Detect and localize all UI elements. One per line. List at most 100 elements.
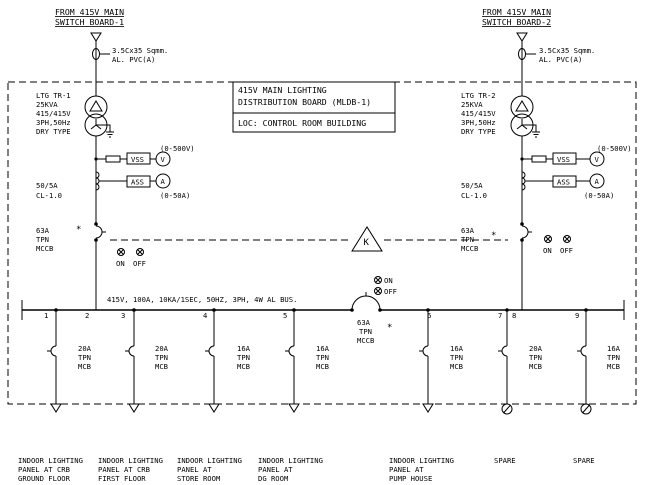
incomer-2-mccb-rating: 63A bbox=[461, 226, 475, 235]
bus-coupler: ON OFF 63A TPN MCCB * bbox=[350, 276, 397, 345]
incomer-2-ammeter-range: (0-50A) bbox=[584, 191, 614, 200]
feeder-4-poles: TPN bbox=[237, 353, 250, 362]
bus-coupler-on-label: ON bbox=[384, 276, 393, 285]
bus-coupler-on-lamp-icon bbox=[374, 276, 382, 284]
feeder-4-outgoing-arrow-icon bbox=[208, 403, 220, 413]
incomer-2-source-line-2: SWITCH BOARD-2 bbox=[482, 17, 551, 27]
incomer-1-transformer-line-3: 415/415V bbox=[36, 109, 71, 118]
load-6-line-1: INDOOR LIGHTING bbox=[389, 456, 454, 465]
incomer-2-source-line-1: FROM 415V MAIN bbox=[482, 7, 551, 17]
incomer-1-mccb-type: MCCB bbox=[36, 244, 53, 253]
incomer-2-ct-ratio: 50/5A bbox=[461, 181, 483, 190]
feeder-7-rating: 20A bbox=[529, 344, 543, 353]
incomer-1-ammeter-icon bbox=[155, 173, 171, 189]
feeder-7-poles: TPN bbox=[529, 353, 542, 362]
incomer-2-mccb-type: MCCB bbox=[461, 244, 478, 253]
incomer-2-off-lamp-icon bbox=[563, 235, 571, 243]
feeder-4-rating: 16A bbox=[237, 344, 251, 353]
load-3-line-3: FIRST FLOOR bbox=[98, 474, 146, 483]
feeder-5-outgoing-arrow-icon bbox=[288, 403, 300, 413]
load-1-line-2: PANEL AT CRB bbox=[18, 465, 70, 474]
incomer-1-star: * bbox=[76, 225, 81, 235]
feeder-9-type: MCB bbox=[607, 362, 620, 371]
incomer-2-voltmeter-symbol: V bbox=[595, 155, 600, 164]
incomer-1-on-label: ON bbox=[116, 259, 125, 268]
load-3-line-1: INDOOR LIGHTING bbox=[98, 456, 163, 465]
incomer-2-off-label: OFF bbox=[560, 246, 573, 255]
incomer-2-on-label: ON bbox=[543, 246, 552, 255]
interlock-symbol: K bbox=[364, 238, 370, 248]
load-5-line-1: INDOOR LIGHTING bbox=[258, 456, 323, 465]
incomer-1-ammeter-symbol: A bbox=[161, 177, 166, 186]
load-6-line-2: PANEL AT bbox=[389, 465, 424, 474]
incomer-2-transformer-line-2: 25KVA bbox=[461, 100, 483, 109]
incomer-1-ass-label: ASS bbox=[131, 178, 144, 187]
incomer-2-source-arrow-icon bbox=[516, 32, 528, 42]
incomer-1-transformer-line-5: DRY TYPE bbox=[36, 127, 71, 136]
incomer-1-off-lamp-icon bbox=[136, 248, 144, 256]
feeder-3-outgoing-arrow-icon bbox=[128, 403, 140, 413]
incomer-2-voltmeter-range: (0-500V) bbox=[597, 144, 632, 153]
incomer-1-transformer-line-2: 25KVA bbox=[36, 100, 58, 109]
incomer-1-earth-icon bbox=[96, 124, 114, 138]
feeder-5: 16A TPN MCB bbox=[285, 308, 330, 413]
feeder-7-spare-end-icon bbox=[501, 403, 513, 415]
feeder-1: 20A TPN MCB bbox=[47, 308, 92, 413]
incomer-1-cable-line-1: 3.5Cx35 Sqmm. bbox=[112, 46, 168, 55]
feeder-3-mcb-icon bbox=[128, 345, 135, 357]
incomer-2-ct-class: CL-1.0 bbox=[461, 191, 487, 200]
incomer-1-off-label: OFF bbox=[133, 259, 146, 268]
feeder-6: 16A TPN MCB bbox=[419, 308, 464, 413]
feeder-3: 20A TPN MCB bbox=[125, 308, 169, 413]
feeder-number-9: 9 bbox=[575, 311, 579, 320]
incomer-2-star: * bbox=[491, 231, 496, 241]
feeder-1-rating: 20A bbox=[78, 344, 92, 353]
load-1-line-3: GROUND FLOOR bbox=[18, 474, 71, 483]
interlock-key-icon bbox=[351, 226, 383, 252]
board-title-line-2: DISTRIBUTION BOARD (MLDB-1) bbox=[238, 97, 371, 107]
feeder-5-rating: 16A bbox=[316, 344, 330, 353]
incomer-1-ct-ratio: 50/5A bbox=[36, 181, 58, 190]
feeder-number-3: 3 bbox=[121, 311, 125, 320]
incomer-2-ammeter-symbol: A bbox=[595, 177, 600, 186]
feeder-number-1: 1 bbox=[44, 311, 48, 320]
feeder-4: 16A TPN MCB bbox=[205, 308, 251, 413]
load-5-line-2: PANEL AT bbox=[258, 465, 293, 474]
incomer-2-ass-label: ASS bbox=[557, 178, 570, 187]
feeder-5-type: MCB bbox=[316, 362, 329, 371]
incomer-1-voltmeter-symbol: V bbox=[161, 155, 166, 164]
feeder-1-outgoing-arrow-icon bbox=[50, 403, 62, 413]
incomer-1-source-arrow-icon bbox=[90, 32, 102, 42]
feeder-number-7: 7 bbox=[498, 311, 502, 320]
feeder-5-poles: TPN bbox=[316, 353, 329, 362]
incomer-2-on-lamp-icon bbox=[544, 235, 552, 243]
load-3-line-2: PANEL AT CRB bbox=[98, 465, 150, 474]
interlock: K bbox=[110, 226, 508, 252]
feeder-number-4: 4 bbox=[203, 311, 207, 320]
feeder-6-outgoing-arrow-icon bbox=[422, 403, 434, 413]
incomer-1-mccb-rating: 63A bbox=[36, 226, 50, 235]
incomer-1-ct-class: CL-1.0 bbox=[36, 191, 62, 200]
feeder-3-poles: TPN bbox=[155, 353, 168, 362]
feeder-numbers: 1 2 3 4 5 6 7 8 9 bbox=[44, 311, 579, 320]
load-1-line-1: INDOOR LIGHTING bbox=[18, 456, 83, 465]
load-4-line-2: PANEL AT bbox=[177, 465, 212, 474]
feeder-9-spare-end-icon bbox=[580, 403, 592, 415]
feeder-number-6: 6 bbox=[427, 311, 431, 320]
bus-coupler-mccb-rating: 63A bbox=[357, 318, 371, 327]
feeder-1-mcb-icon bbox=[50, 345, 57, 357]
feeder-9-rating: 16A bbox=[607, 344, 621, 353]
incomer-1-voltmeter-range: (0-500V) bbox=[160, 144, 195, 153]
incomer-1-mccb-icon bbox=[95, 225, 103, 239]
feeder-3-type: MCB bbox=[155, 362, 168, 371]
load-6-line-3: PUMP HOUSE bbox=[389, 474, 432, 483]
incomer-1-vss-label: VSS bbox=[131, 155, 144, 164]
feeder-number-8: 8 bbox=[512, 311, 516, 320]
incomer-1-source-line-1: FROM 415V MAIN bbox=[55, 7, 124, 17]
feeder-4-mcb-icon bbox=[208, 345, 215, 357]
incomer-2-cable-line-2: AL. PVC(A) bbox=[539, 55, 582, 64]
bus-coupler-mccb-type: MCCB bbox=[357, 336, 374, 345]
bus-rating: 415V, 100A, 10KA/1SEC, 50HZ, 3PH, 4W AL … bbox=[107, 295, 297, 304]
incomer-1-transformer-line-1: LTG TR-1 bbox=[36, 91, 71, 100]
